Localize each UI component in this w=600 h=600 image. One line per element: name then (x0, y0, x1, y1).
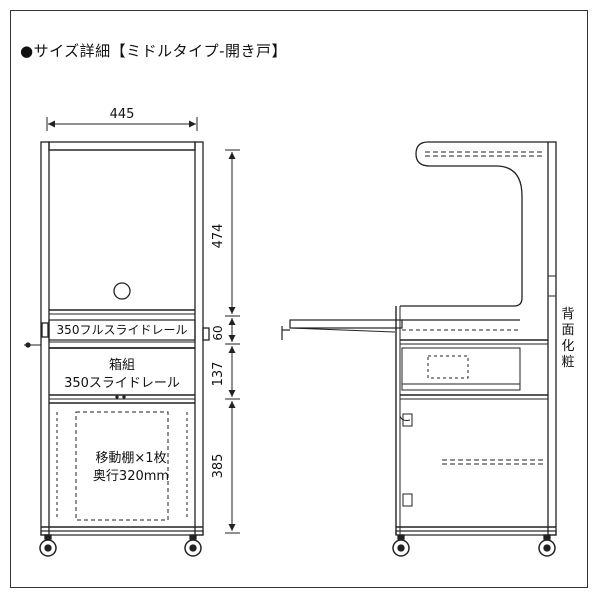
box-label: 箱組 (109, 357, 135, 373)
side-right-caster (538, 534, 556, 557)
back-finish-label: 背 面 化 粧 (561, 307, 574, 370)
shelf-depth-label: 奥行320mm (93, 469, 169, 484)
front-view (24, 117, 240, 557)
front-right-caster (184, 534, 202, 557)
movable-shelf-label: 移動棚×1枚 (95, 451, 166, 466)
height-label-474: 474 (211, 224, 226, 249)
svg-text:背: 背 (561, 307, 574, 322)
height-label-60: 60 (211, 325, 225, 340)
slide-rail-label: 350スライドレール (64, 376, 180, 391)
right-post (194, 141, 204, 536)
pulled-tray (289, 319, 403, 329)
svg-text:面: 面 (561, 323, 574, 338)
svg-text:化: 化 (561, 339, 574, 354)
full-slide-rail-label: 350フルスライドレール (57, 323, 188, 337)
back-post (547, 141, 557, 536)
box-drawer (401, 347, 521, 391)
left-post (40, 141, 50, 536)
width-label: 445 (110, 107, 135, 122)
height-label-137: 137 (211, 362, 226, 387)
inner-cabinet-outline (75, 411, 169, 521)
front-left-caster (39, 534, 57, 557)
top-rail (48, 141, 196, 151)
side-view (281, 141, 557, 557)
diagram-frame (10, 10, 588, 588)
height-label-385: 385 (211, 454, 226, 479)
diagram-title: ●サイズ詳細【ミドルタイプ-開き戸】 (20, 42, 288, 60)
side-left-caster (392, 534, 410, 557)
svg-text:粧: 粧 (561, 355, 574, 370)
curved-side-panel (400, 141, 548, 307)
slide-tray (48, 319, 196, 341)
cable-hole (113, 282, 131, 300)
